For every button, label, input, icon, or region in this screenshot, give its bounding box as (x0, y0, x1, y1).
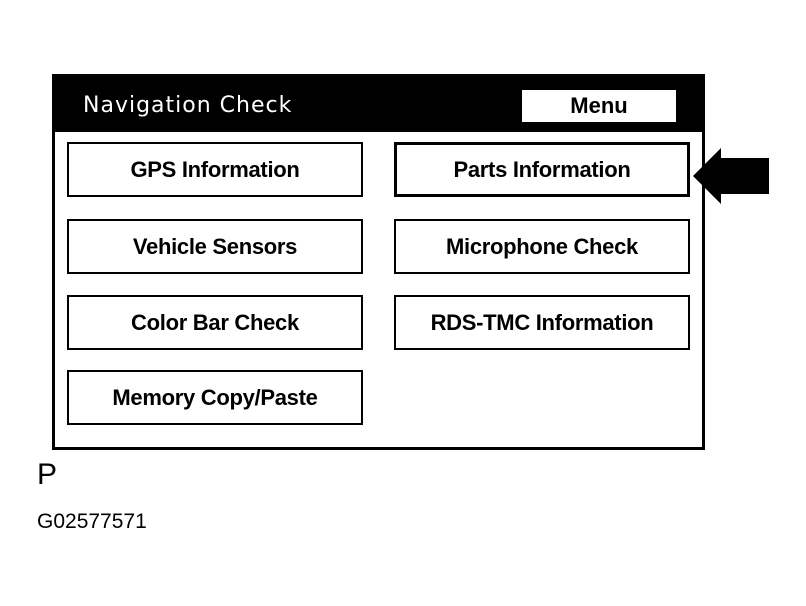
rds-tmc-information-button[interactable]: RDS-TMC Information (394, 295, 690, 350)
parts-information-button[interactable]: Parts Information (394, 142, 690, 197)
screen-title: Navigation Check (83, 93, 293, 118)
memory-copy-paste-button[interactable]: Memory Copy/Paste (67, 370, 363, 425)
microphone-check-button[interactable]: Microphone Check (394, 219, 690, 274)
caption-letter: P (37, 458, 58, 491)
figure-id: G02577571 (37, 510, 147, 533)
menu-button[interactable]: Menu (522, 90, 676, 122)
gps-information-button[interactable]: GPS Information (67, 142, 363, 197)
color-bar-check-button[interactable]: Color Bar Check (67, 295, 363, 350)
title-bar: Navigation Check Menu (55, 77, 702, 132)
arrow-left-icon (693, 148, 769, 204)
vehicle-sensors-button[interactable]: Vehicle Sensors (67, 219, 363, 274)
navigation-check-screen: Navigation Check Menu GPS Information Pa… (52, 74, 705, 450)
